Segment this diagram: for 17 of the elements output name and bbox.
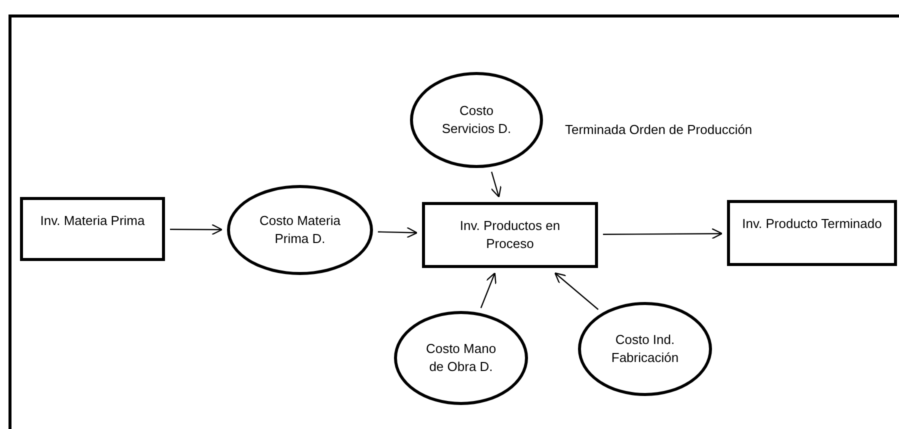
- note-text: Terminada Orden de Producción: [565, 122, 752, 137]
- inventory-box: [422, 202, 598, 268]
- arrow: [554, 272, 599, 310]
- node-label: Inv. Materia Prima: [40, 212, 145, 230]
- arrow: [170, 224, 223, 236]
- arrow: [490, 172, 502, 198]
- arrow: [480, 272, 496, 308]
- inventory-box: [727, 200, 897, 266]
- inventory-box: [20, 197, 165, 261]
- node-label: Inv. Productos en Proceso: [458, 217, 562, 253]
- arrow: [378, 226, 418, 238]
- node-label: Inv. Producto Terminado: [742, 215, 882, 233]
- node-label: Costo Ind. Fabricación: [610, 331, 680, 367]
- arrow: [603, 228, 723, 240]
- node-label: Costo Mano de Obra D.: [424, 340, 498, 376]
- node-label: Costo Materia Prima D.: [258, 212, 342, 248]
- node-label: Costo Servicios D.: [440, 102, 512, 138]
